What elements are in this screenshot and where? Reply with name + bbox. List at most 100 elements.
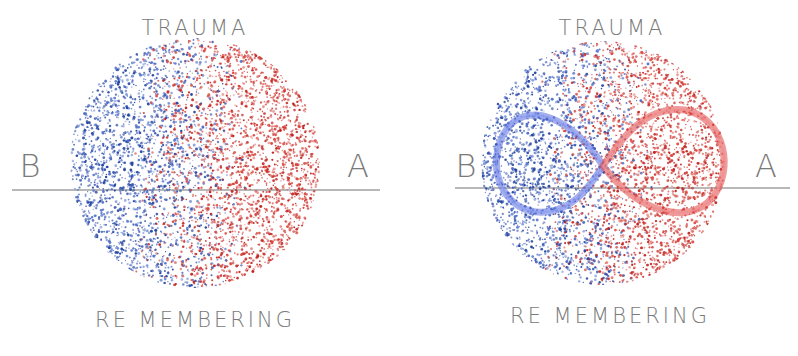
dot	[291, 196, 293, 198]
dot	[111, 219, 113, 221]
dot	[138, 155, 140, 157]
dot	[313, 129, 314, 130]
dot	[74, 188, 76, 190]
dot	[292, 214, 295, 217]
dot	[128, 207, 130, 209]
dot	[125, 190, 127, 192]
dot	[110, 226, 112, 228]
dot	[152, 255, 155, 258]
dot	[188, 271, 189, 272]
dot	[197, 242, 199, 244]
dot	[246, 151, 249, 154]
dot	[225, 218, 227, 220]
dot	[131, 86, 132, 87]
dot	[310, 172, 312, 174]
dot	[98, 106, 100, 108]
dot	[166, 83, 168, 85]
dot	[271, 122, 274, 125]
dot	[192, 72, 193, 73]
dot	[267, 178, 268, 179]
dot	[257, 151, 259, 153]
dot	[248, 269, 250, 271]
dot	[136, 263, 138, 265]
dot	[235, 44, 237, 46]
dot	[151, 156, 152, 157]
dot	[222, 179, 224, 181]
dot	[162, 98, 164, 100]
dot	[106, 231, 108, 233]
dot	[229, 231, 231, 233]
dot	[173, 204, 175, 206]
dot	[276, 100, 278, 102]
dot	[159, 205, 161, 207]
dot	[267, 135, 270, 138]
dot	[102, 112, 104, 114]
dot	[210, 178, 212, 180]
dot	[292, 129, 294, 131]
dot	[255, 221, 257, 223]
dot	[282, 246, 284, 248]
dot	[167, 102, 170, 105]
dot	[155, 104, 158, 107]
dot	[248, 253, 250, 255]
dot	[76, 201, 78, 203]
dot	[77, 135, 78, 136]
dot	[298, 225, 300, 227]
dot	[236, 91, 237, 92]
dot	[165, 144, 167, 146]
dot	[285, 207, 287, 209]
dot	[276, 197, 278, 199]
dot	[228, 111, 229, 112]
dot	[214, 244, 216, 246]
dot	[192, 196, 193, 197]
dot	[221, 192, 222, 193]
dot	[137, 261, 138, 262]
dot	[150, 230, 153, 233]
dot	[201, 216, 202, 217]
dot	[186, 99, 187, 100]
dot	[185, 261, 186, 262]
dot	[225, 138, 227, 140]
dot	[287, 207, 288, 208]
dot	[238, 69, 240, 71]
dot	[309, 130, 311, 132]
dot	[76, 154, 79, 157]
dot	[85, 106, 87, 108]
dot	[221, 93, 224, 96]
dot	[203, 255, 205, 257]
dot	[174, 134, 176, 136]
dot	[154, 215, 155, 216]
dot	[188, 135, 189, 136]
dot	[193, 138, 195, 140]
dot	[266, 182, 268, 184]
dot	[313, 200, 314, 201]
dot	[293, 226, 295, 228]
dot	[230, 63, 231, 64]
dot	[243, 119, 245, 121]
dot	[132, 98, 134, 100]
dot	[115, 105, 118, 108]
dot	[215, 94, 217, 96]
dot	[299, 154, 301, 156]
dot	[88, 158, 89, 159]
dot	[248, 100, 249, 101]
dot	[120, 248, 123, 251]
dot	[289, 181, 290, 182]
dot	[190, 171, 193, 174]
dot	[240, 166, 242, 168]
dot	[132, 229, 134, 231]
dot	[206, 174, 209, 177]
dot	[301, 170, 302, 171]
dot	[185, 63, 186, 64]
dot	[224, 283, 226, 285]
dot	[266, 184, 268, 186]
dot	[167, 214, 169, 216]
dot	[148, 193, 150, 195]
dot	[170, 266, 172, 268]
dot	[200, 141, 202, 143]
dot	[293, 148, 295, 150]
dot	[166, 265, 167, 266]
dot	[200, 244, 201, 245]
dot	[250, 146, 253, 149]
dot	[240, 54, 243, 57]
